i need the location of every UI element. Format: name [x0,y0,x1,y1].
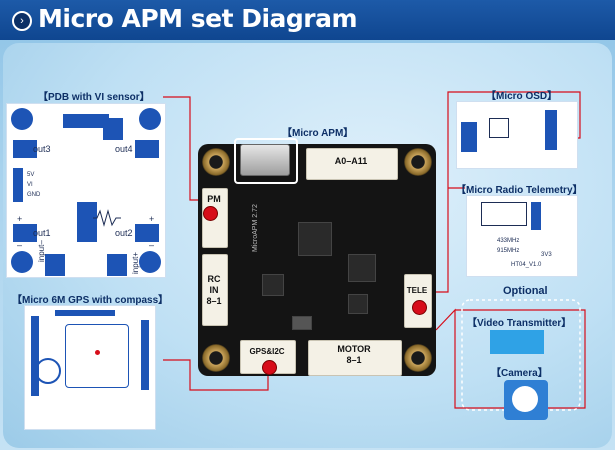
gps-antenna-circle [35,358,61,384]
pdb-corner-hole [11,251,33,273]
pdb-pad-out4 [135,140,159,158]
camera-label: 【Camera】 [491,368,548,379]
telemetry-freq-433: 433MHz [497,238,520,244]
gps-label: 【Micro 6M GPS with compass】 [12,295,169,306]
telemetry-pads [531,202,541,230]
gps-i2c-label: GPS&I2C [249,347,285,356]
pdb-pad-out2 [135,224,159,242]
pdb-label-input-minus: input– [37,240,46,262]
gps-port-indicator [262,360,277,375]
pdb-board: out3 out4 out1 out2 + + – – 5V VI GND in… [6,103,166,278]
osd-board [456,101,578,169]
tele-label: TELE [406,286,428,295]
board-silkscreen-text: MicroAPM 2.72 [252,204,259,252]
gps-to-gps-port-line [163,359,269,391]
pdb-minus-sign: – [149,240,155,250]
motor-connector[interactable] [308,340,402,376]
osd-label: 【Micro OSD】 [486,91,558,102]
a0-a11-connector[interactable] [306,148,398,180]
pm-port-indicator [203,206,218,221]
telemetry-label: 【Micro Radio Telemetry】 [456,185,583,196]
pdb-pin-block [13,168,23,202]
pdb-pad-out1 [13,224,37,242]
header-bar: › Micro APM set Diagram [0,0,615,40]
gps-edge-pads [141,320,149,390]
main-processor-chip [298,222,332,256]
barometer-chip [292,316,312,330]
pdb-corner-hole [139,251,161,273]
pdb-pin-5v: 5V [27,172,35,178]
pdb-corner-hole [11,108,33,130]
optional-label: Optional [503,285,548,297]
page-title: Micro APM set Diagram [38,4,358,33]
pdb-pad-out3 [13,140,37,158]
pdb-pin-gnd: GND [27,192,41,198]
pdb-minus-sign: – [17,240,23,250]
telemetry-board: 433MHz 915MHz 3V3 HT04_V1.0 [466,195,578,277]
osd-chip-outline [489,118,509,138]
gps-edge-pads [31,316,39,396]
chevron-right-icon: › [12,11,32,31]
telemetry-model: HT04_V1.0 [511,262,542,268]
pdb-label-out2: out2 [115,228,133,238]
mounting-hole [404,344,432,372]
io-chip [348,254,376,282]
sensor-chip [262,274,284,296]
gps-top-pads [55,310,115,316]
pdb-input-plus-pad [107,254,127,276]
mounting-hole [202,344,230,372]
pdb-center-pad [77,202,97,242]
motor-label: MOTOR 8–1 [337,344,371,365]
gps-board [24,305,156,430]
osd-pads [461,122,477,152]
pdb-label: 【PDB with VI sensor】 [38,92,150,103]
video-transmitter-label: 【Video Transmitter】 [467,318,572,329]
pdb-resistor-symbol [93,209,121,227]
usb-port[interactable] [240,144,290,176]
telemetry-shield-outline [481,202,527,226]
mounting-hole [202,148,230,176]
pdb-label-out4: out4 [115,144,133,154]
pdb-plus-sign: + [17,214,23,224]
osd-pads [545,110,557,150]
pdb-sensor-block [63,114,109,128]
video-transmitter-box [490,330,544,354]
a0-a11-label: A0–A11 [334,156,368,166]
rc-in-connector[interactable] [202,254,228,326]
pdb-label-input-plus: input+ [131,251,140,274]
micro-apm-board: A0–A11 PM RC IN 8–1 TELE GPS&I2C MOTOR 8… [198,138,436,376]
pdb-regulator [103,118,123,140]
camera-box [504,380,548,420]
pdb-pin-vi: VI [27,182,33,188]
pdb-plus-sign: + [149,214,155,224]
pdb-label-out1: out1 [33,228,51,238]
osd-to-tele-line [420,91,581,293]
pdb-label-out3: out3 [33,144,51,154]
usb-port-white-frame [234,138,298,184]
rc-in-label: RC IN 8–1 [206,274,222,306]
mounting-hole [404,148,432,176]
apm-label: 【Micro APM】 [282,128,354,139]
camera-lens-icon [512,386,538,412]
pm-label: PM [207,194,221,204]
gps-compass-ring [65,324,129,388]
sensor-chip [348,294,368,314]
gps-center-dot [95,350,100,355]
pdb-corner-hole [139,108,161,130]
tele-port-indicator [412,300,427,315]
pdb-input-minus-pad [45,254,65,276]
telemetry-freq-915: 915MHz [497,248,520,254]
pm-connector[interactable] [202,188,228,248]
telemetry-voltage: 3V3 [541,252,552,258]
